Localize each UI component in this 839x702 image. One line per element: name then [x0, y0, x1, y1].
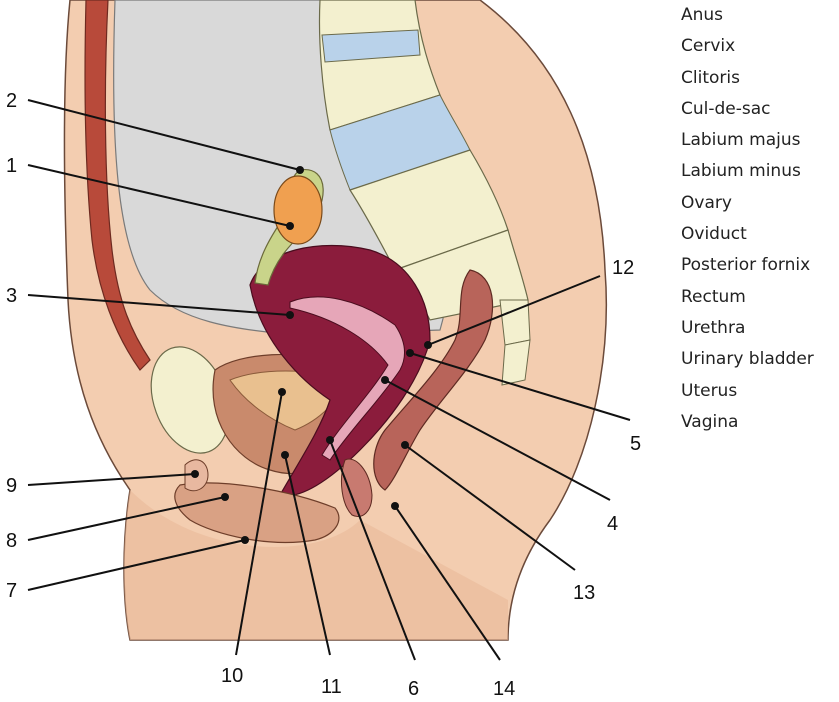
callout-5: 5 — [630, 433, 641, 455]
term-oviduct: Oviduct — [681, 219, 814, 250]
term-ovary: Ovary — [681, 188, 814, 219]
callout-6: 6 — [408, 678, 419, 700]
term-labium-minus: Labium minus — [681, 156, 814, 187]
term-labium-majus: Labium majus — [681, 125, 814, 156]
term-urinary-bladder: Urinary bladder — [681, 344, 814, 375]
callout-8: 8 — [6, 530, 17, 552]
callout-13: 13 — [573, 582, 595, 604]
term-cervix: Cervix — [681, 31, 814, 62]
callout-2: 2 — [6, 90, 17, 112]
ovary-shape — [274, 176, 322, 244]
callout-10: 10 — [221, 665, 243, 687]
callout-4: 4 — [607, 513, 618, 535]
callout-9: 9 — [6, 475, 17, 497]
callout-3: 3 — [6, 285, 17, 307]
callout-7: 7 — [6, 580, 17, 602]
callout-14: 14 — [493, 678, 515, 700]
term-uterus: Uterus — [681, 376, 814, 407]
term-rectum: Rectum — [681, 282, 814, 313]
term-cul-de-sac: Cul-de-sac — [681, 94, 814, 125]
term-vagina: Vagina — [681, 407, 814, 438]
callout-11: 11 — [321, 676, 342, 698]
term-list: Anus Cervix Clitoris Cul-de-sac Labium m… — [681, 0, 814, 438]
callout-12: 12 — [612, 257, 634, 279]
term-urethra: Urethra — [681, 313, 814, 344]
term-anus: Anus — [681, 0, 814, 31]
callout-1: 1 — [6, 155, 17, 177]
term-posterior-fornix: Posterior fornix — [681, 250, 814, 281]
term-clitoris: Clitoris — [681, 63, 814, 94]
